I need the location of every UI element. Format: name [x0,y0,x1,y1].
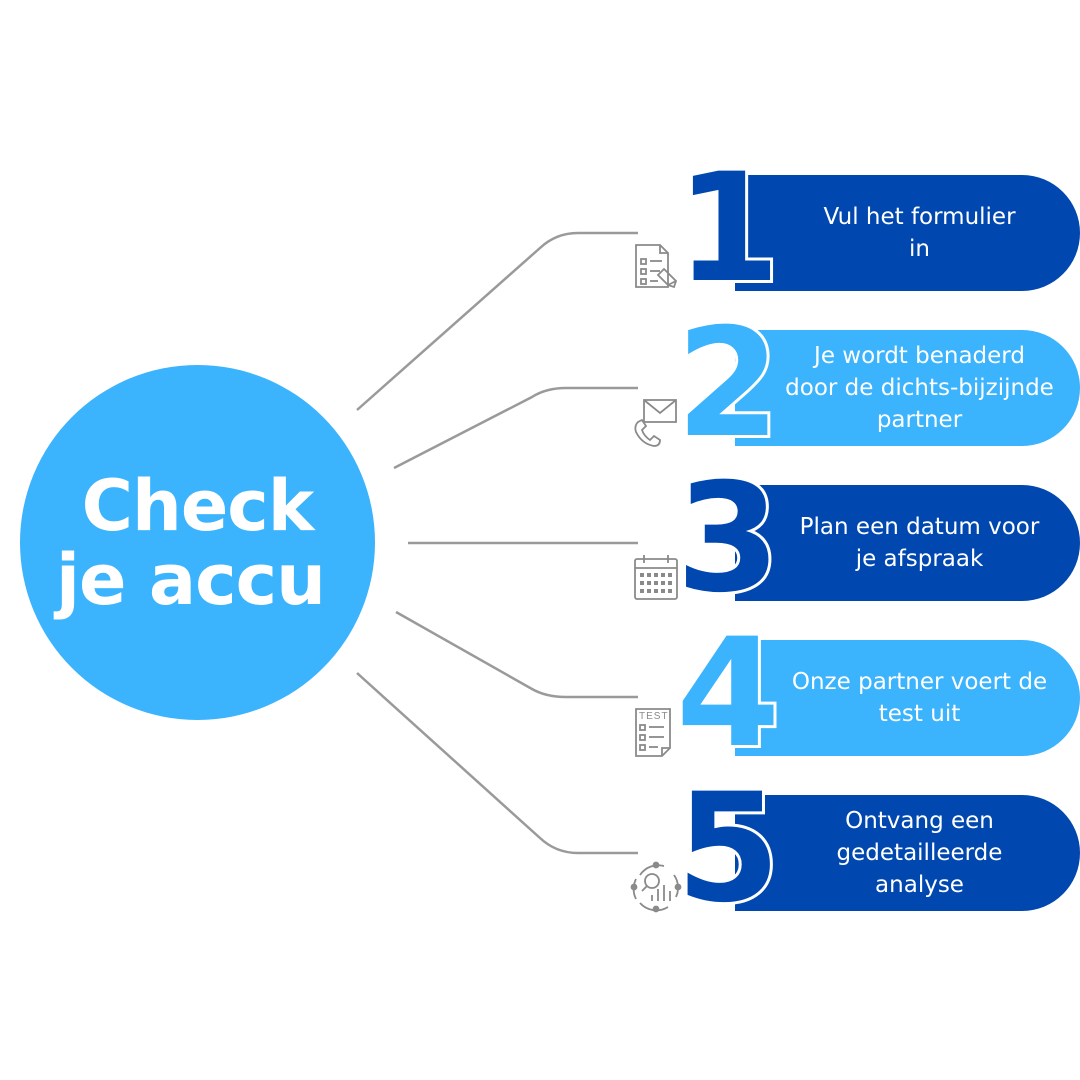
mail-and-phone-icon [634,399,677,447]
step-1: Vul het formulier in 1 [630,151,1080,307]
step-4: Onze partner voert de test uit 4 TEST [630,616,1080,772]
step-1-pill: Vul het formulier in [735,175,1080,291]
step-5: Ontvang een gedetailleerde analyse 5 [630,771,1080,927]
connector-line-2 [393,386,638,470]
step-2-pill: Je wordt benaderd door de dichts-bijzijn… [735,330,1080,446]
form-with-pen-icon [635,244,678,289]
step-4-pill: Onze partner voert de test uit [735,640,1080,756]
hub-title-line-1: Check [81,464,315,547]
test-sheet-icon: TEST [635,708,671,757]
step-1-number: 1 [673,142,783,316]
calendar-icon [634,555,678,600]
step-3: Plan een datum voor je afspraak 3 [630,461,1080,617]
step-5-text: Ontvang een gedetailleerde analyse [836,808,1003,898]
step-3-pill: Plan een datum voor je afspraak [735,485,1080,601]
step-4-number: 4 [673,607,783,781]
step-2-text: Je wordt benaderd door de dichts-bijzijn… [785,343,1054,433]
step-5-number: 5 [673,762,783,936]
step-5-pill: Ontvang een gedetailleerde analyse [735,795,1080,911]
test-sheet-label: TEST [639,711,669,722]
connector-line-5 [356,672,638,855]
connector-line-1 [356,231,638,411]
hub-title-line-2: je accu [56,538,326,621]
step-2: Je wordt benaderd door de dichts-bijzijn… [630,306,1080,462]
step-3-number: 3 [673,452,783,626]
check-je-accu-circle: Check je accu [20,365,375,720]
step-3-text: Plan een datum voor je afspraak [799,514,1040,572]
step-1-text: Vul het formulier in [823,204,1016,262]
connector-line-4 [395,610,638,699]
analysis-icon [630,861,682,913]
step-4-text: Onze partner voert de test uit [791,669,1048,727]
step-2-number: 2 [673,297,783,471]
